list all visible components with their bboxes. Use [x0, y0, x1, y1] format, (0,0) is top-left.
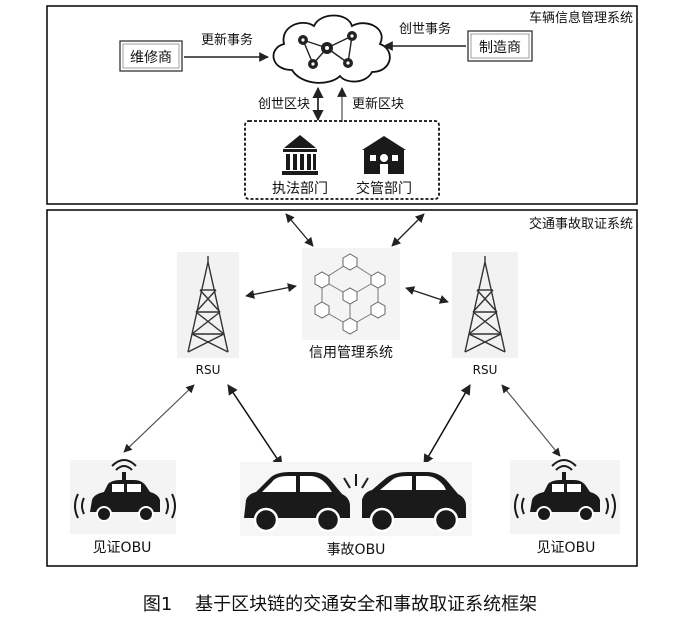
rsu-left-tower-icon — [177, 252, 239, 358]
rsu-right-credit-arrow — [405, 286, 449, 304]
law-enforcement-label: 执法部门 — [272, 181, 328, 197]
manufacturer-label: 制造商 — [479, 40, 521, 56]
traffic-dept-label: 交管部门 — [356, 180, 412, 197]
rsu-left-witness-arrow — [123, 384, 195, 453]
witness-left-car-icon — [70, 459, 176, 534]
law-enforcement-building-icon — [282, 135, 318, 175]
blockchain-cloud-icon — [272, 14, 391, 84]
credit-system-label: 信用管理系统 — [309, 345, 393, 361]
rsu-right-witness-arrow — [501, 384, 561, 457]
accident-label: 事故OBU — [327, 542, 386, 558]
figure-caption: 图1 基于区块链的交通安全和事故取证系统框架 — [143, 594, 537, 615]
accident-cars-icon — [240, 462, 472, 536]
update-tx-label: 更新事务 — [201, 32, 253, 48]
rsu-right-tower-icon — [452, 252, 518, 358]
maintainer-label: 维修商 — [130, 50, 172, 66]
witness-right-label: 见证OBU — [537, 540, 596, 556]
vehicle-system-title: 车辆信息管理系统 — [529, 10, 633, 26]
traffic-system-title: 交通事故取证系统 — [529, 216, 633, 232]
rsu-left-credit-arrow — [245, 283, 297, 299]
update-block-label: 更新区块 — [352, 96, 404, 112]
genesis-block-label: 创世区块 — [258, 97, 310, 112]
authority-group — [244, 120, 440, 200]
genesis-tx-label: 创世事务 — [399, 21, 451, 37]
traffic-dept-building-icon — [362, 136, 406, 174]
rsu-right-accident-arrow — [423, 384, 471, 465]
traffic-system-panel — [46, 209, 638, 567]
rsu-right-label: RSU — [473, 363, 498, 377]
vehicle-system-panel — [46, 5, 638, 205]
maintainer-node: 维修商 — [119, 40, 183, 72]
credit-system-blockchain-icon — [302, 248, 400, 340]
authority-credit-arrow-left — [285, 213, 314, 247]
witness-left-label: 见证OBU — [93, 540, 152, 556]
witness-right-car-icon — [510, 459, 620, 534]
rsu-left-label: RSU — [196, 363, 221, 377]
manufacturer-node: 制造商 — [467, 30, 533, 62]
rsu-left-accident-arrow — [227, 384, 283, 467]
authority-credit-arrow-right — [391, 213, 425, 247]
